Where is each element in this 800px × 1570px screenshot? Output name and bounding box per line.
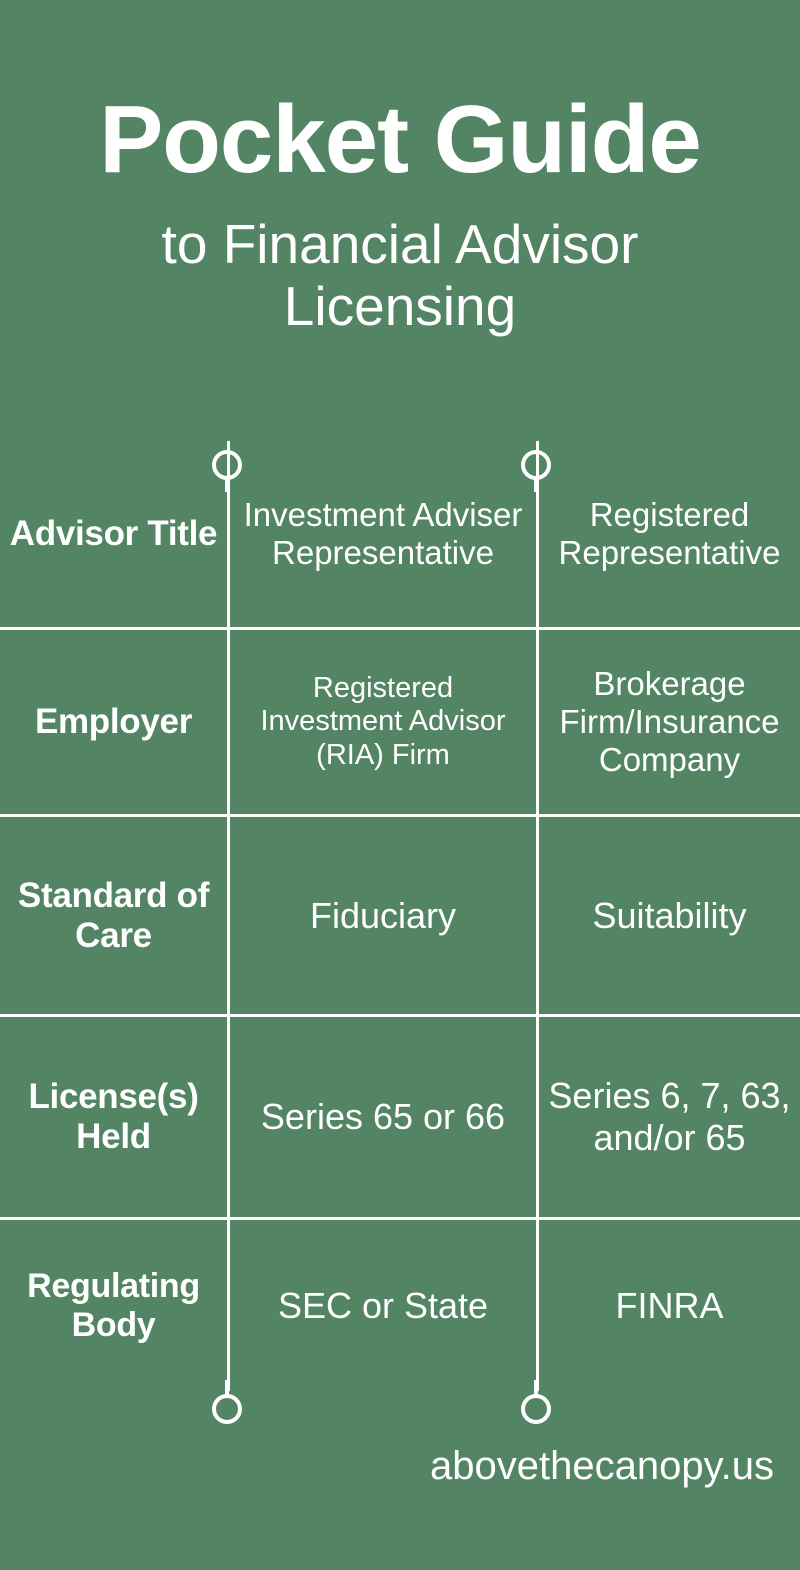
table-row: Advisor Title Investment Adviser Represe… [0, 441, 800, 630]
row-label-licenses-held: License(s) Held [28, 1077, 199, 1156]
row-label-standard-of-care: Standard of Care [17, 875, 210, 955]
cell-ria-licenses-held: Series 65 or 66 [227, 1017, 536, 1217]
cell-broker-regulating-body: FINRA [536, 1220, 800, 1391]
cell-ria-regulating-body: SEC or State [227, 1220, 536, 1391]
row-label-employer: Employer [34, 702, 193, 742]
table-row: Regulating Body SEC or State FINRA [0, 1220, 800, 1391]
cell-ria-standard-of-care: Fiduciary [227, 817, 536, 1014]
footer-website: abovethecanopy.us [430, 1444, 774, 1488]
poster-header: Pocket Guide to Financial Advisor Licens… [0, 0, 800, 337]
table-row: License(s) Held Series 65 or 66 Series 6… [0, 1017, 800, 1220]
pin-ring [212, 1394, 242, 1424]
comparison-table: Advisor Title Investment Adviser Represe… [0, 441, 800, 1391]
cell-broker-employer: Brokerage Firm/Insurance Company [536, 630, 800, 814]
table-row: Standard of Care Fiduciary Suitability [0, 817, 800, 1017]
cell-ria-advisor-title: Investment Adviser Representative [227, 441, 536, 627]
row-label-regulating-body: Regulating Body [27, 1266, 200, 1344]
cell-broker-licenses-held: Series 6, 7, 63, and/or 65 [536, 1017, 800, 1217]
page-title: Pocket Guide [99, 86, 702, 193]
row-label-advisor-title: Advisor Title [9, 514, 218, 554]
pin-ring [521, 1394, 551, 1424]
cell-broker-advisor-title: Registered Representative [536, 441, 800, 627]
table-row: Employer Registered Investment Advisor (… [0, 630, 800, 817]
cell-broker-standard-of-care: Suitability [536, 817, 800, 1014]
page-subtitle: to Financial Advisor Licensing [161, 213, 639, 337]
cell-ria-employer: Registered Investment Advisor (RIA) Firm [227, 630, 536, 814]
